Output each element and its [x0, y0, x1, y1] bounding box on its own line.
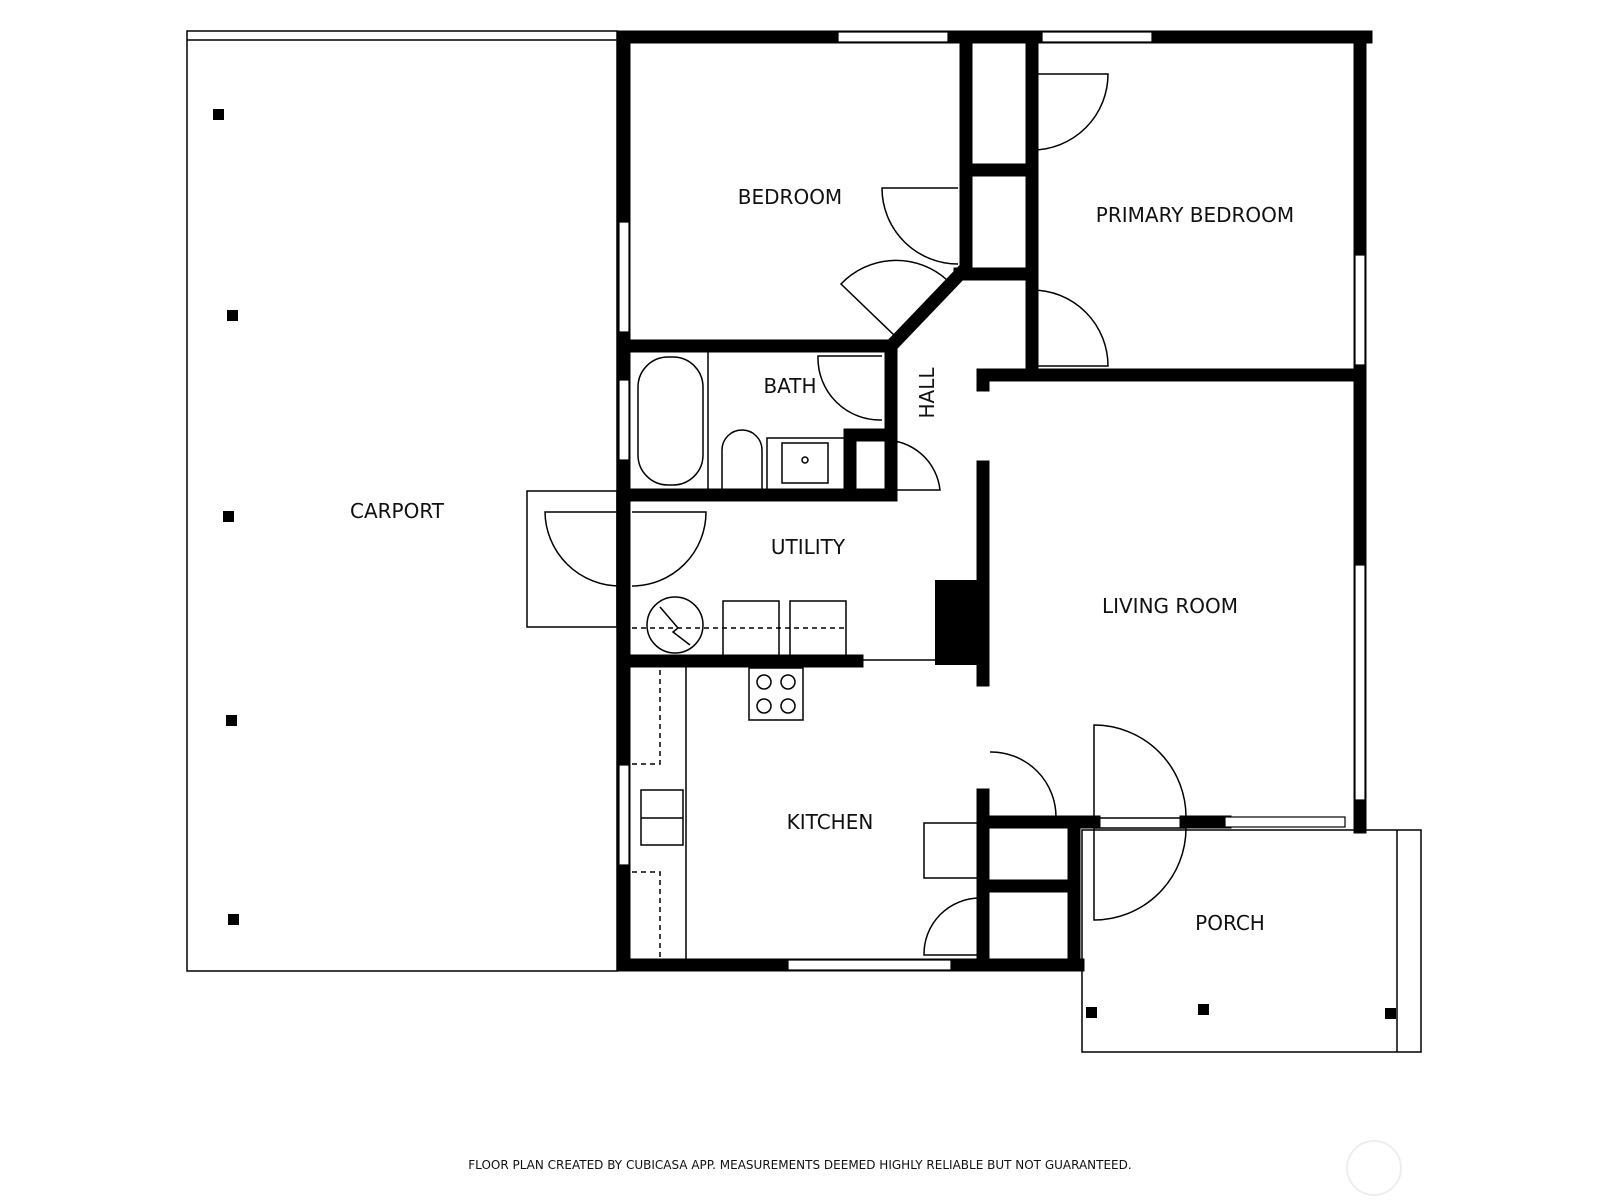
toilet [721, 429, 763, 491]
watermark-logo [1346, 1140, 1402, 1196]
label-hall: HALL [915, 367, 939, 419]
room-labels: CARPORT BEDROOM PRIMARY BEDROOM BATH HAL… [350, 185, 1294, 935]
entry-step [526, 490, 618, 628]
vanity [766, 437, 848, 491]
fixtures [632, 352, 935, 959]
washer [722, 600, 780, 658]
windows [618, 31, 1366, 971]
door-swings [544, 73, 1187, 956]
label-bath: BATH [763, 374, 816, 398]
footer-disclaimer: FLOOR PLAN CREATED BY CUBICASA APP. MEAS… [468, 1158, 1132, 1172]
label-kitchen: KITCHEN [787, 810, 874, 834]
label-primary-bedroom: PRIMARY BEDROOM [1096, 203, 1294, 227]
label-porch: PORCH [1195, 911, 1265, 935]
bathtub [637, 356, 704, 486]
label-living-room: LIVING ROOM [1102, 594, 1238, 618]
label-carport: CARPORT [350, 499, 445, 523]
stove [748, 667, 804, 721]
label-utility: UTILITY [771, 535, 846, 559]
porch-outline [1081, 829, 1422, 1053]
dryer [789, 600, 847, 658]
label-bedroom: BEDROOM [738, 185, 842, 209]
water-heater [646, 596, 704, 654]
